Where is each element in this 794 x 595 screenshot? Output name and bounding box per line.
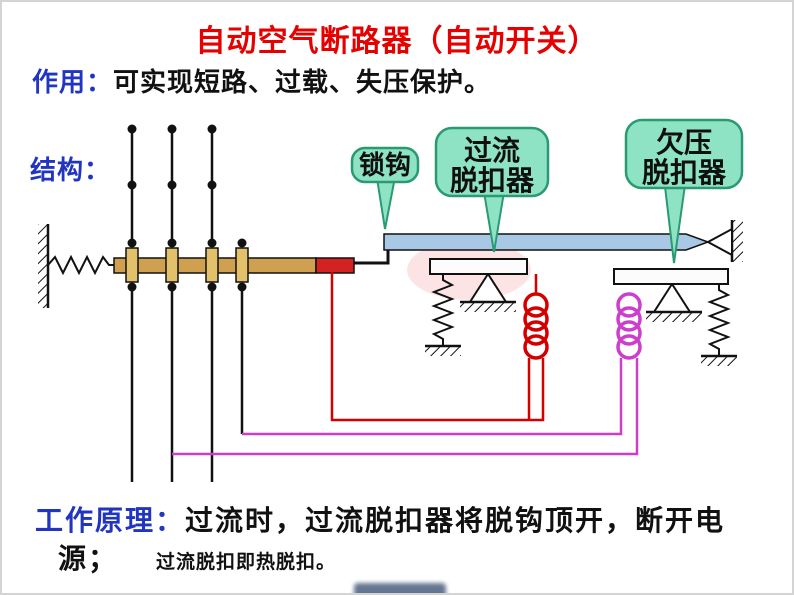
bubble-overcurrent-box (434, 126, 550, 198)
bubble-overcurrent-label-1: 过流 (464, 135, 520, 166)
structure-label: 结构： (30, 155, 112, 185)
function-label: 作用： (32, 67, 114, 97)
bubble-undervoltage-label-1: 欠压 (656, 126, 712, 158)
page-title: 自动空气断路器（自动开关） (195, 25, 599, 58)
bubble-undervoltage-box (624, 118, 744, 190)
function-line: 作用：可实现短路、过载、失压保护。 (32, 62, 491, 99)
bubble-lock-hook: 锁钩 (350, 146, 420, 230)
lever-bar (383, 233, 711, 251)
principle-text-wrap: 源； (58, 543, 119, 574)
bubble-lock-hook-box (350, 146, 420, 184)
ground-symbols (425, 300, 737, 366)
latch-hook (354, 250, 390, 265)
rod-latch-tip (315, 257, 355, 274)
undervoltage-coil (616, 292, 642, 360)
release-bars (429, 258, 729, 285)
undervoltage-wiring (172, 358, 639, 456)
function-text: 可实现短路、过载、失压保护。 (113, 67, 492, 97)
bubble-undervoltage-label-2: 脱扣器 (642, 157, 727, 188)
bubble-undervoltage-release: 欠压 脱扣器 (624, 118, 744, 264)
contact-blocks (125, 247, 249, 283)
principle-line-1: 工作原理：过流时，过流脱扣器将脱钩顶开，断开电 (35, 499, 725, 539)
springs (47, 254, 731, 356)
principle-label: 工作原理： (35, 505, 186, 536)
overcurrent-coil (523, 292, 549, 360)
bubble-overcurrent-release: 过流 脱扣器 (434, 126, 550, 253)
overcurrent-wiring (330, 272, 545, 422)
contact-rod (113, 257, 355, 274)
bubble-overcurrent-label-2: 脱扣器 (450, 165, 535, 196)
trip-lever (354, 233, 711, 265)
principle-text: 过流时，过流脱扣器将脱钩顶开，断开电 (185, 505, 726, 536)
principle-line-2: 源； 过流脱扣即热脱扣。 (58, 537, 336, 577)
phase-lines (130, 129, 244, 482)
ground-hatch (425, 303, 737, 366)
ground-lines (425, 300, 737, 358)
bubble-lock-hook-label: 锁钩 (359, 150, 411, 180)
principle-note: 过流脱扣即热脱扣。 (156, 552, 337, 573)
watermark-smudge (354, 583, 446, 593)
